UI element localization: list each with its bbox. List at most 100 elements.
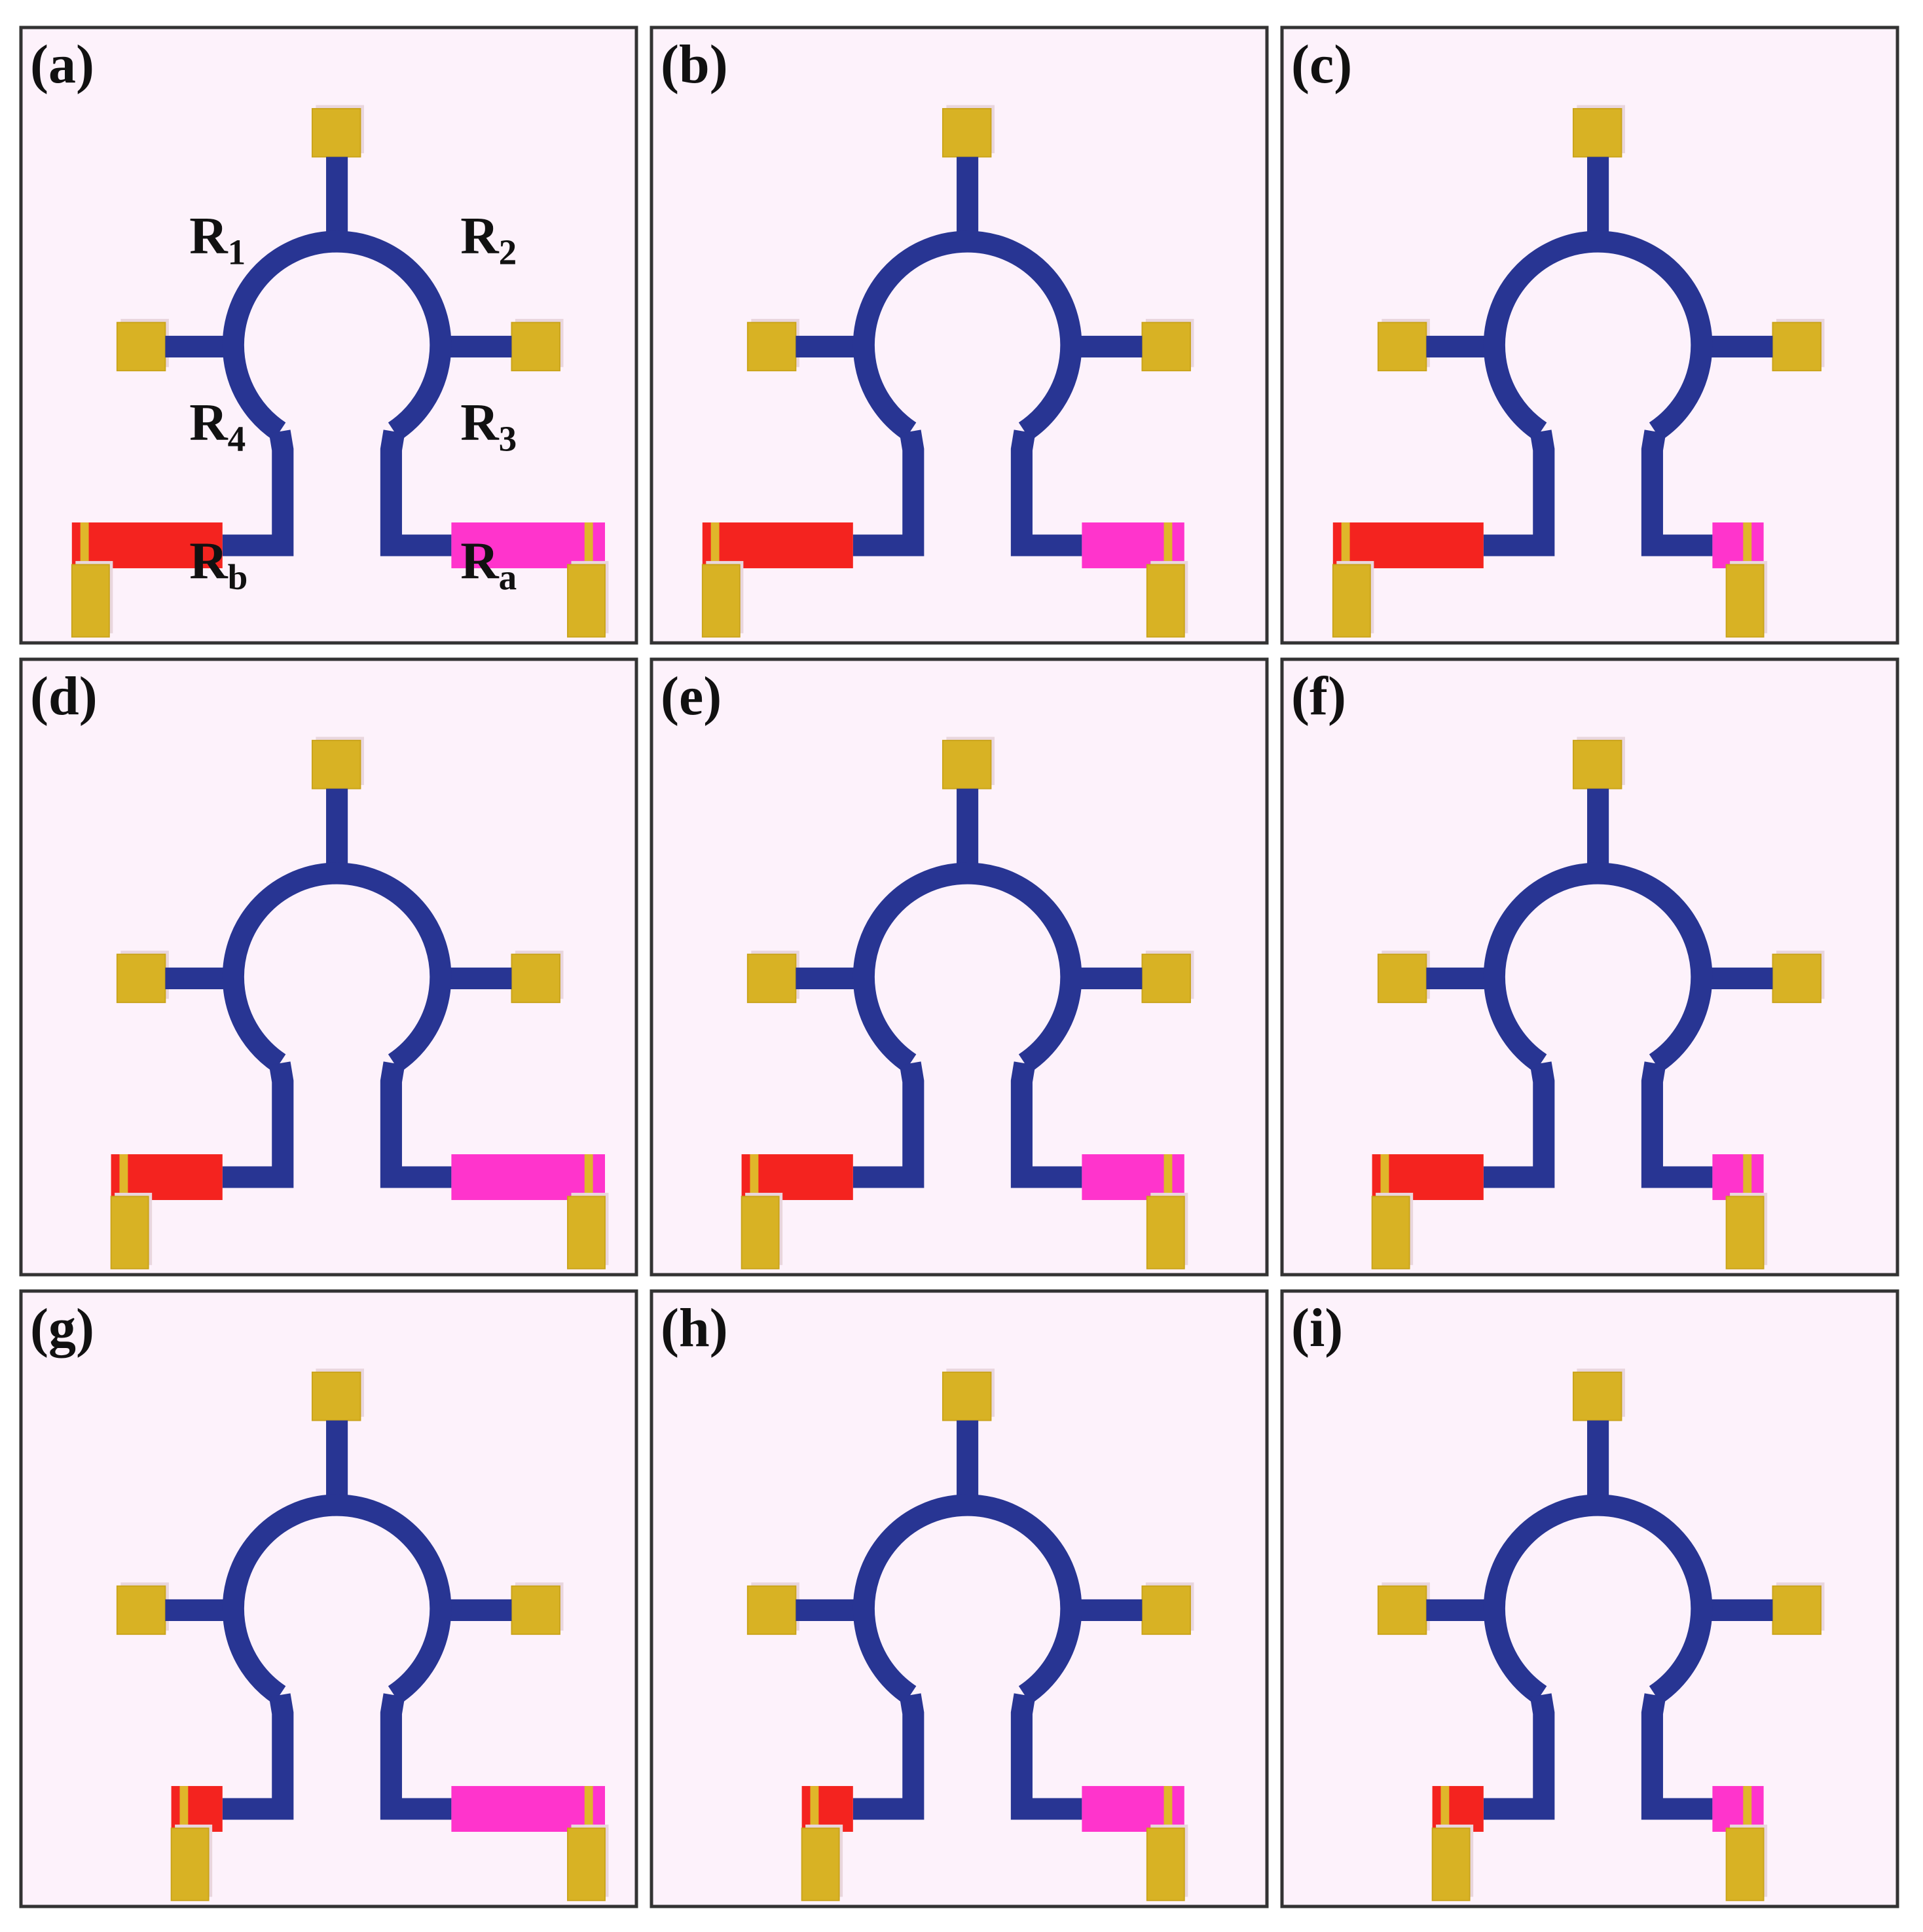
resistor-ra bbox=[1712, 522, 1764, 568]
label-r4: R4 bbox=[189, 393, 246, 459]
right-leg bbox=[1641, 1061, 1713, 1188]
ra-lead-pad bbox=[1725, 564, 1765, 638]
left-leg bbox=[1483, 429, 1555, 556]
label-r3: R3 bbox=[460, 393, 517, 459]
top-pad bbox=[942, 108, 992, 158]
resistor-ra bbox=[451, 1786, 605, 1832]
top-pad bbox=[311, 1372, 361, 1421]
right-leg bbox=[1641, 1693, 1713, 1820]
left-pad bbox=[1377, 953, 1427, 1004]
ring-electrode bbox=[1483, 862, 1713, 1072]
panel-d: (d) bbox=[19, 657, 638, 1277]
ra-contact-strip bbox=[1743, 1786, 1752, 1832]
ring-electrode bbox=[852, 862, 1082, 1072]
top-pad bbox=[942, 740, 992, 790]
left-leg bbox=[222, 1061, 294, 1188]
ra-contact-strip bbox=[1163, 522, 1173, 568]
resistor-ra bbox=[451, 1154, 605, 1200]
rb-contact-strip bbox=[750, 1154, 759, 1200]
right-pad bbox=[1141, 321, 1191, 372]
left-pad bbox=[746, 1585, 797, 1635]
ra-contact-strip bbox=[1163, 1786, 1173, 1832]
ra-lead-pad bbox=[1725, 1195, 1765, 1269]
top-pad bbox=[1572, 1372, 1622, 1421]
ring-electrode bbox=[852, 1494, 1082, 1704]
right-leg bbox=[380, 1061, 452, 1188]
right-leg bbox=[380, 1693, 452, 1820]
ra-contact-strip bbox=[584, 522, 593, 568]
left-pad bbox=[746, 953, 797, 1004]
panel-label: (e) bbox=[661, 666, 722, 727]
ra-contact-strip bbox=[1743, 522, 1752, 568]
panel-c: (c) bbox=[1280, 26, 1899, 645]
ra-contact-strip bbox=[584, 1786, 593, 1832]
right-leg bbox=[1641, 429, 1713, 556]
right-pad bbox=[1772, 953, 1822, 1004]
ra-lead-pad bbox=[1146, 1827, 1185, 1901]
rb-lead-pad bbox=[1332, 564, 1371, 638]
top-pad bbox=[311, 740, 361, 790]
ra-lead-pad bbox=[1146, 1195, 1185, 1269]
panel-g: (g) bbox=[19, 1289, 638, 1908]
rb-contact-strip bbox=[1380, 1154, 1389, 1200]
ra-lead-pad bbox=[567, 1195, 606, 1269]
ring-electrode bbox=[1483, 230, 1713, 441]
left-leg bbox=[222, 429, 294, 556]
ra-lead-pad bbox=[567, 1827, 606, 1901]
right-pad bbox=[1141, 1585, 1191, 1635]
top-pad bbox=[942, 1372, 992, 1421]
right-leg bbox=[1010, 1693, 1082, 1820]
ring-electrode bbox=[222, 1494, 452, 1704]
rb-contact-strip bbox=[119, 1154, 128, 1200]
left-leg bbox=[1483, 1061, 1555, 1188]
panel-label: (b) bbox=[661, 34, 728, 95]
right-leg bbox=[1010, 429, 1082, 556]
rb-lead-pad bbox=[801, 1827, 840, 1901]
panel-h: (h) bbox=[650, 1289, 1269, 1908]
resistor-ra bbox=[1712, 1786, 1764, 1832]
panel-label: (f) bbox=[1291, 666, 1346, 727]
panel-label: (g) bbox=[30, 1298, 94, 1358]
label-r1: R1 bbox=[189, 206, 246, 272]
left-leg bbox=[852, 1061, 925, 1188]
panel-i: (i) bbox=[1280, 1289, 1899, 1908]
ra-lead-pad bbox=[1146, 564, 1185, 638]
rb-contact-strip bbox=[1440, 1786, 1450, 1832]
label-rb: Rb bbox=[189, 532, 247, 598]
rb-lead-pad bbox=[110, 1195, 149, 1269]
resistor-ra bbox=[1712, 1154, 1764, 1200]
left-leg bbox=[222, 1693, 294, 1820]
top-pad bbox=[311, 108, 361, 158]
left-pad bbox=[116, 321, 166, 372]
right-leg bbox=[1010, 1061, 1082, 1188]
rb-contact-strip bbox=[80, 522, 89, 568]
ra-contact-strip bbox=[1743, 1154, 1752, 1200]
rb-lead-pad bbox=[741, 1195, 780, 1269]
panel-label: (a) bbox=[30, 34, 94, 95]
ra-contact-strip bbox=[1163, 1154, 1173, 1200]
left-pad bbox=[746, 321, 797, 372]
panel-label: (d) bbox=[30, 666, 98, 727]
right-pad bbox=[511, 1585, 560, 1635]
resistor-rb bbox=[1332, 522, 1484, 568]
resistor-rb bbox=[1372, 1154, 1484, 1200]
resistor-rb bbox=[111, 1154, 223, 1200]
ring-electrode bbox=[1483, 1494, 1713, 1704]
panel-b: (b) bbox=[650, 26, 1269, 645]
ra-lead-pad bbox=[567, 564, 606, 638]
right-pad bbox=[511, 953, 560, 1004]
left-leg bbox=[852, 429, 925, 556]
ring-electrode bbox=[222, 862, 452, 1072]
right-pad bbox=[511, 321, 560, 372]
ra-contact-strip bbox=[584, 1154, 593, 1200]
rb-lead-pad bbox=[1371, 1195, 1410, 1269]
rb-contact-strip bbox=[810, 1786, 819, 1832]
label-r2: R2 bbox=[460, 206, 517, 272]
panel-e: (e) bbox=[650, 657, 1269, 1277]
rb-contact-strip bbox=[710, 522, 720, 568]
panel-label: (c) bbox=[1291, 34, 1352, 95]
left-pad bbox=[116, 953, 166, 1004]
resistor-rb bbox=[702, 522, 853, 568]
top-pad bbox=[1572, 108, 1622, 158]
